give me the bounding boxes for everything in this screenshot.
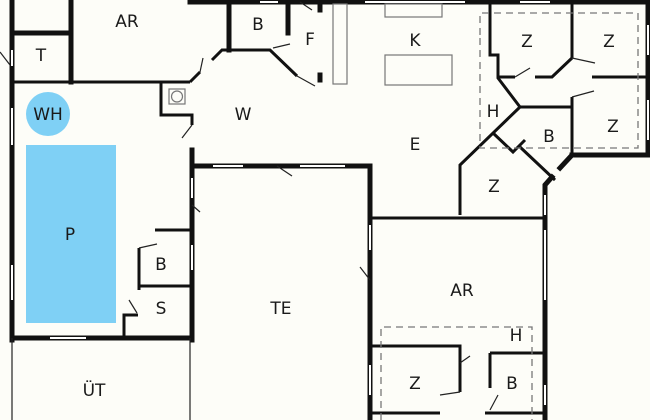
room-ar-top: AR [115,12,139,32]
room-s: S [156,299,167,319]
room-b-left: B [155,255,167,275]
room-z4: Z [488,177,500,197]
room-e: E [410,135,421,155]
room-z5: Z [409,374,421,394]
room-z1: Z [521,32,533,52]
room-k: K [409,31,421,51]
room-te: TE [269,299,291,319]
room-w: W [235,105,252,125]
room-f: F [305,30,315,50]
room-labels: AR T WH P B S ÜT TE W B F K E H Z Z Z B … [33,12,619,401]
room-b-right: B [543,127,555,147]
room-z3: Z [607,117,619,137]
pool [26,145,116,323]
room-b-top: B [252,15,264,35]
room-wh: WH [33,105,63,125]
room-z2: Z [603,32,615,52]
room-ar-right: AR [450,281,474,301]
room-h-top: H [487,102,500,122]
room-ut: ÜT [83,379,106,401]
room-t: T [35,46,47,66]
room-h-bottom: H [510,326,523,346]
room-p: P [65,225,75,245]
whirlpool [26,92,70,136]
room-b-bottom: B [506,374,518,394]
